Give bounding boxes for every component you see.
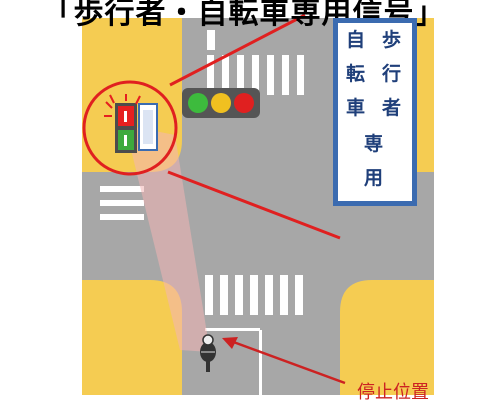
bottom-center-line (259, 330, 262, 400)
yellow-lamp (211, 93, 231, 113)
pedestrian-signal (104, 94, 141, 153)
sign-char: 者 (382, 97, 402, 119)
small-signboard (138, 103, 158, 151)
red-lamp (234, 93, 254, 113)
vehicle-traffic-light (182, 88, 260, 118)
signal-view-beam (125, 125, 210, 352)
highlight-circle (82, 80, 178, 176)
cyclist-icon (200, 334, 216, 372)
top-crosswalk (207, 55, 304, 95)
left-crosswalk (100, 186, 144, 220)
pointer-line-bottom (167, 170, 341, 240)
bottom-stop-line (205, 328, 260, 331)
sign-char: 転 (346, 63, 366, 85)
corner-bottom-right (340, 280, 372, 312)
green-lamp (188, 93, 208, 113)
signal-sign-board: 自 歩 転 行 車 者 専 用 (333, 18, 417, 206)
stop-position-arrow (222, 337, 346, 385)
stop-position-label: 停止位置 (357, 382, 429, 403)
sign-char: 自 (346, 29, 366, 51)
bottom-crosswalk (205, 275, 303, 315)
pointer-line-top (169, 13, 306, 87)
sign-char: 専 (364, 133, 384, 155)
top-stop-line (207, 30, 215, 50)
lower-bg (82, 395, 434, 400)
sign-char: 車 (346, 97, 366, 119)
sign-char: 行 (382, 63, 402, 85)
sign-char: 歩 (382, 29, 402, 51)
sign-char: 用 (364, 167, 384, 189)
